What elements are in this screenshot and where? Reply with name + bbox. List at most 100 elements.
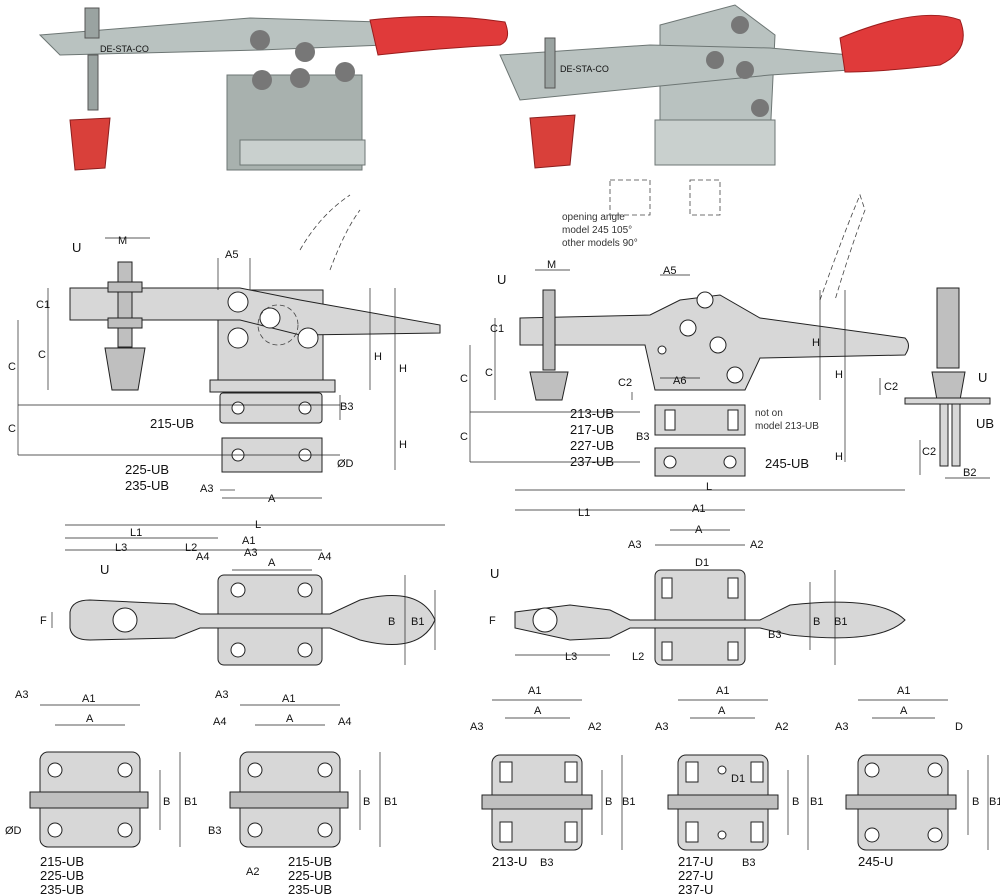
label-A5-r: A5 xyxy=(663,265,676,277)
note-opening-2: model 245 105° xyxy=(562,225,632,236)
label-B3-c1: B3 xyxy=(540,857,553,869)
label-H-outer: H xyxy=(399,363,407,375)
label-A6-r: A6 xyxy=(673,375,686,387)
photo-left-stamp: DE-STA-CO xyxy=(100,44,149,54)
model-215-UB-b1: 215-UB xyxy=(40,854,84,869)
label-U-top: U xyxy=(100,562,109,577)
label-A1-c1: A1 xyxy=(528,685,541,697)
label-A3-b2: A3 xyxy=(215,689,228,701)
model-227-U: 227-U xyxy=(678,868,713,883)
label-A4-left: A4 xyxy=(196,551,209,563)
model-225-UB: 225-UB xyxy=(125,462,169,477)
label-B2-end: B2 xyxy=(963,467,976,479)
label-A3-rtop: A3 xyxy=(628,539,641,551)
label-C2-end: C2 xyxy=(884,381,898,393)
right-base-details: A1 A A3 A2 B B1 B3 213-U A1 A A3 A2 D1 B… xyxy=(470,685,1000,896)
label-F: F xyxy=(40,615,47,627)
label-H-r: H xyxy=(812,337,820,349)
label-A2-rtop: A2 xyxy=(750,539,763,551)
label-B-b1: B xyxy=(163,796,170,808)
label-A3-c2: A3 xyxy=(655,721,668,733)
label-B1: B1 xyxy=(411,616,424,628)
photo-right-clamp: DE-STA-CO xyxy=(499,4,964,169)
label-A-c3: A xyxy=(900,705,908,717)
label-A: A xyxy=(268,493,276,505)
label-L-r: L xyxy=(706,481,712,493)
label-C1: C1 xyxy=(36,299,50,311)
label-D1-rtop: D1 xyxy=(695,557,709,569)
model-235-UB-b2: 235-UB xyxy=(288,882,332,896)
label-A-b2: A xyxy=(286,713,294,725)
label-A3: A3 xyxy=(200,483,213,495)
label-A4-right: A4 xyxy=(318,551,331,563)
label-A4-b2-left: A4 xyxy=(213,716,226,728)
right-top-view: L L1 A1 A A3 A2 D1 U F B B1 B3 L3 L2 xyxy=(489,481,906,666)
label-B1-c2: B1 xyxy=(810,796,823,808)
label-B3-rtop: B3 xyxy=(768,629,781,641)
model-213-U: 213-U xyxy=(492,854,527,869)
label-B1-b2: B1 xyxy=(384,796,397,808)
model-237-UB: 237-UB xyxy=(570,454,614,469)
label-C: C xyxy=(38,349,46,361)
label-B3-b2: B3 xyxy=(208,825,221,837)
label-H-r-lower: H xyxy=(835,451,843,463)
label-U-rtop: U xyxy=(490,566,499,581)
label-A4-b2-right: A4 xyxy=(338,716,351,728)
label-L: L xyxy=(255,519,261,531)
label-L3-r: L3 xyxy=(565,651,577,663)
label-A3-c1: A3 xyxy=(470,721,483,733)
label-A1-c3: A1 xyxy=(897,685,910,697)
label-UB-end: UB xyxy=(976,416,994,431)
label-U-end: U xyxy=(978,370,987,385)
label-B1-c1: B1 xyxy=(622,796,635,808)
label-A1-rtop: A1 xyxy=(692,503,705,515)
label-C-r-lower: C xyxy=(460,431,468,443)
label-A1-b1: A1 xyxy=(82,693,95,705)
label-B3-c2: B3 xyxy=(742,857,755,869)
photo-right-stamp: DE-STA-CO xyxy=(560,64,609,74)
label-A5: A5 xyxy=(225,249,238,261)
label-M-r: M xyxy=(547,259,556,271)
label-C2-r: C2 xyxy=(618,377,632,389)
label-L1-r: L1 xyxy=(578,507,590,519)
label-H-lower: H xyxy=(399,439,407,451)
label-D-c3: D xyxy=(955,721,963,733)
label-A2-c1: A2 xyxy=(588,721,601,733)
label-B1-b1: B1 xyxy=(184,796,197,808)
label-D1-c2: D1 xyxy=(731,773,745,785)
model-217-U: 217-U xyxy=(678,854,713,869)
label-M: M xyxy=(118,235,127,247)
left-top-view: L L1 L3 L2 A1 A3 A4 A4 A U F B B1 xyxy=(40,519,445,666)
model-217-UB: 217-UB xyxy=(570,422,614,437)
model-225-UB-b1: 225-UB xyxy=(40,868,84,883)
label-A-top: A xyxy=(268,557,276,569)
label-A1-top: A1 xyxy=(242,535,255,547)
label-B-r: B xyxy=(813,616,820,628)
model-225-UB-b2: 225-UB xyxy=(288,868,332,883)
label-L3: L3 xyxy=(115,542,127,554)
label-A2-b2: A2 xyxy=(246,866,259,878)
label-L2: L2 xyxy=(185,542,197,554)
model-245-UB: 245-UB xyxy=(765,456,809,471)
label-A1-b2: A1 xyxy=(282,693,295,705)
model-237-U: 237-U xyxy=(678,882,713,896)
note-opening-1: opening angle xyxy=(562,212,625,223)
label-C2-end-lower: C2 xyxy=(922,446,936,458)
label-B1-c3: B1 xyxy=(989,796,1000,808)
right-end-view: C2 U UB C2 B2 xyxy=(879,287,994,479)
label-C-r: C xyxy=(485,367,493,379)
label-B3-r: B3 xyxy=(636,431,649,443)
label-C-r-outer: C xyxy=(460,373,468,385)
model-235-UB: 235-UB xyxy=(125,478,169,493)
label-B3: B3 xyxy=(340,401,353,413)
label-A3-top: A3 xyxy=(244,547,257,559)
label-B: B xyxy=(388,616,395,628)
label-A3-b1: A3 xyxy=(15,689,28,701)
photo-left-clamp: DE-STA-CO xyxy=(38,7,509,171)
label-B-c2: B xyxy=(792,796,799,808)
model-227-UB: 227-UB xyxy=(570,438,614,453)
left-base-details: A3 A1 A B B1 ØD 215-UB 225-UB 235-UB A3 … xyxy=(5,689,397,896)
label-A1-c2: A1 xyxy=(716,685,729,697)
right-side-view: opening angle model 245 105° other model… xyxy=(460,179,909,477)
